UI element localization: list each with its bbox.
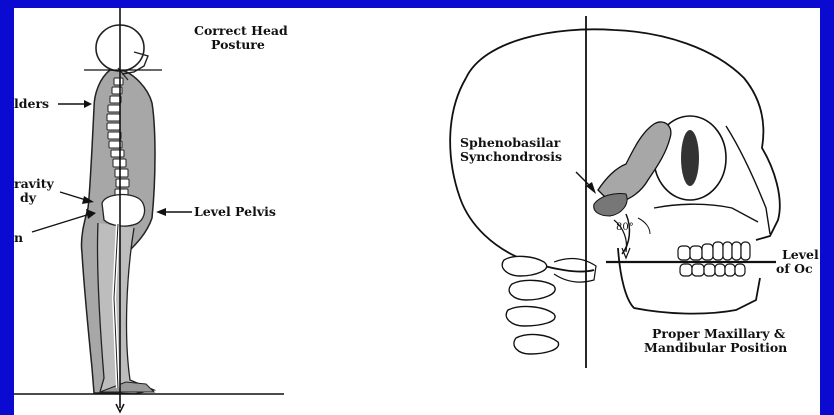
pelvis [102,195,145,227]
orbit-shadow [681,130,699,186]
level-pelvis-label: Level Pelvis [194,204,276,219]
center-of-gravity-label-line2: dy [20,190,37,205]
illustration-panel: Correct Head Posture lders ravity dy n L… [14,8,820,415]
posture-diagram: Correct Head Posture lders ravity dy n L… [14,8,820,415]
cervical-vertebrae [502,256,558,354]
maxillary-caption-line2: Mandibular Position [644,340,787,355]
sphenobasilar-label-line1: Sphenobasilar [460,135,561,150]
level-of-occlusion-label-line1: Level [782,247,819,262]
partial-label-n: n [14,230,23,245]
correct-head-title-line2: Posture [211,37,265,52]
leg-outline [97,223,154,394]
angle-label: 80° [616,222,634,233]
shoulders-label: lders [14,96,49,111]
maxillary-caption-line1: Proper Maxillary & [652,326,786,341]
center-of-gravity-label-line1: ravity [14,176,54,191]
sphenobasilar-label-line2: Synchondrosis [460,149,562,164]
teeth [678,242,750,276]
skull-profile-figure [450,16,780,368]
level-of-occlusion-label-line2: of Oc [776,261,813,276]
correct-head-title-line1: Correct Head [194,23,288,38]
